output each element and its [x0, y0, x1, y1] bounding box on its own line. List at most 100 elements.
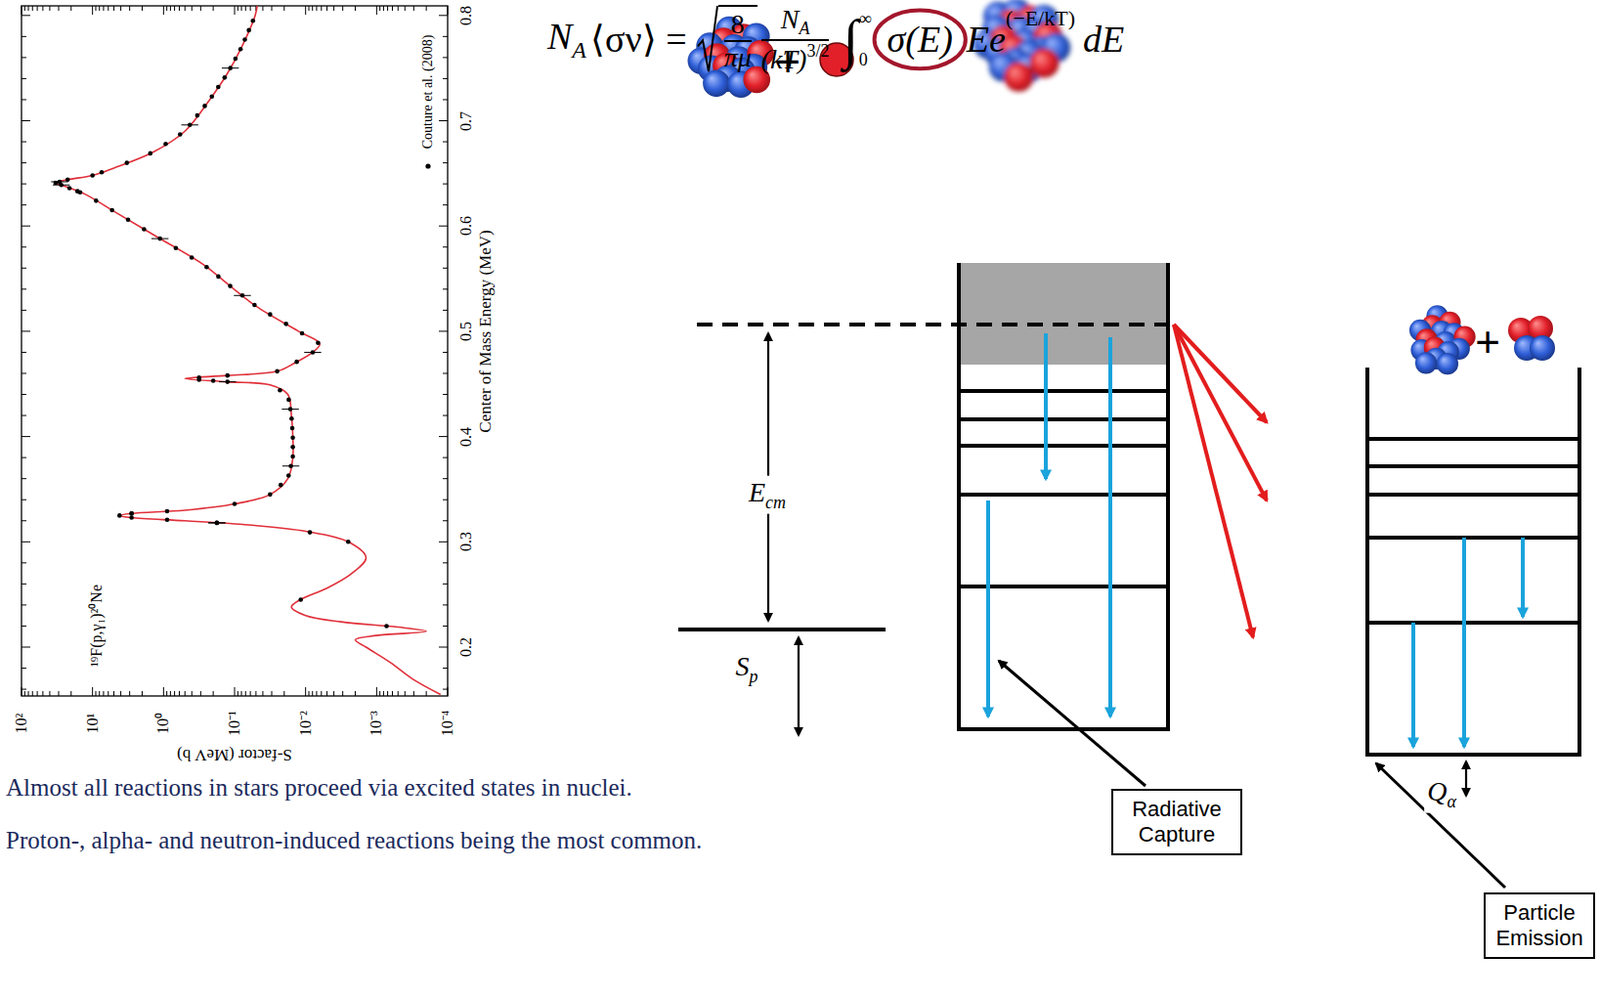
tick-label: 10² [12, 713, 31, 735]
tick [237, 691, 239, 696]
rate-formula: NA⟨σν⟩ =8πμNA(kT)3/2∫∞0σ(E)Ee(−E/kT)dE [547, 3, 1125, 76]
well-wall [1166, 262, 1170, 732]
data-point [286, 397, 292, 403]
gamma-arrow [1520, 537, 1525, 617]
formula-part: σ(E) [887, 18, 953, 62]
data-point [267, 311, 273, 317]
data-point [202, 103, 208, 109]
tick [21, 204, 27, 206]
data-point [216, 274, 221, 280]
box-text: Radiative Capture [1121, 796, 1233, 849]
tick [442, 372, 448, 374]
data-point [224, 373, 230, 379]
denominator: πμ [724, 42, 752, 74]
data-point [278, 482, 284, 488]
numerator: 8 [731, 8, 745, 41]
legend-text: Couture et al. (2008) [420, 35, 436, 150]
tick [234, 5, 236, 15]
formula-part: (kT) [761, 43, 808, 75]
data-point [147, 151, 153, 157]
tick [107, 691, 109, 696]
energy-level [958, 417, 1168, 422]
formula-part: ∫ [842, 7, 858, 71]
tick [320, 5, 322, 11]
tick [442, 162, 448, 164]
tick [397, 691, 399, 696]
radical [696, 4, 719, 74]
tick [21, 351, 27, 353]
tick [213, 5, 215, 11]
tick [304, 5, 306, 15]
tick [315, 5, 317, 11]
tick [426, 691, 428, 696]
tick [442, 477, 448, 479]
nucleon [1529, 335, 1556, 361]
tick [37, 691, 39, 696]
tick [442, 36, 448, 38]
fraction: 8πμ [724, 8, 752, 74]
data-point [224, 379, 230, 385]
tick [191, 691, 193, 696]
tick [28, 5, 30, 11]
numerator: NA [780, 3, 811, 40]
reaction-label: ¹⁹F(p,γ₁)²⁰Ne [87, 584, 106, 667]
tick [271, 5, 273, 11]
data-point [215, 520, 220, 526]
tick [315, 691, 317, 696]
tick [48, 691, 50, 696]
data-point [65, 177, 71, 183]
tick [447, 687, 449, 696]
tick [21, 457, 27, 459]
data-point [93, 198, 99, 204]
tick [21, 625, 27, 627]
formula-part: Ee [966, 18, 1006, 62]
tick [98, 691, 100, 696]
tick [170, 691, 172, 696]
data-point [67, 185, 73, 191]
well-wall [1365, 367, 1370, 757]
data-point [157, 236, 163, 242]
tick [245, 691, 247, 696]
data-point [189, 255, 195, 260]
radical-stroke [697, 5, 718, 72]
callout-box: Radiative Capture [1111, 788, 1243, 857]
data-point [315, 340, 321, 346]
tick [442, 78, 448, 80]
tick [21, 499, 27, 501]
data-point [294, 359, 300, 365]
tick [320, 691, 322, 696]
tick [391, 691, 393, 696]
ground-level [956, 727, 1170, 732]
tick-label: 10⁻¹ [225, 710, 244, 736]
data-point [209, 93, 215, 99]
gamma-arrow [1411, 622, 1416, 747]
tick [387, 691, 389, 696]
tick [184, 5, 186, 11]
symbol: Q [1427, 776, 1447, 807]
data-point [204, 264, 210, 270]
fraction: NA(kT)3/2 [761, 3, 830, 76]
data-point [211, 378, 217, 384]
ecm-label: Ecm [745, 475, 789, 515]
tick [21, 330, 31, 332]
plus-sign: + [1474, 317, 1501, 368]
tick [28, 691, 30, 696]
tick [442, 457, 448, 459]
energy-level [958, 584, 1168, 589]
tick [21, 667, 27, 669]
formula-group: NA [547, 15, 587, 65]
tick [21, 183, 27, 185]
tick [383, 691, 385, 696]
tick [24, 5, 26, 11]
tick [442, 267, 448, 269]
symbol: E [748, 476, 766, 508]
tick [311, 691, 313, 696]
tick [213, 691, 215, 696]
tick [57, 5, 59, 11]
data-point [173, 246, 179, 252]
tick-label: 0.3 [457, 531, 476, 552]
tick [438, 120, 448, 122]
tick [21, 604, 27, 606]
tick [129, 691, 130, 696]
tick [442, 583, 448, 585]
